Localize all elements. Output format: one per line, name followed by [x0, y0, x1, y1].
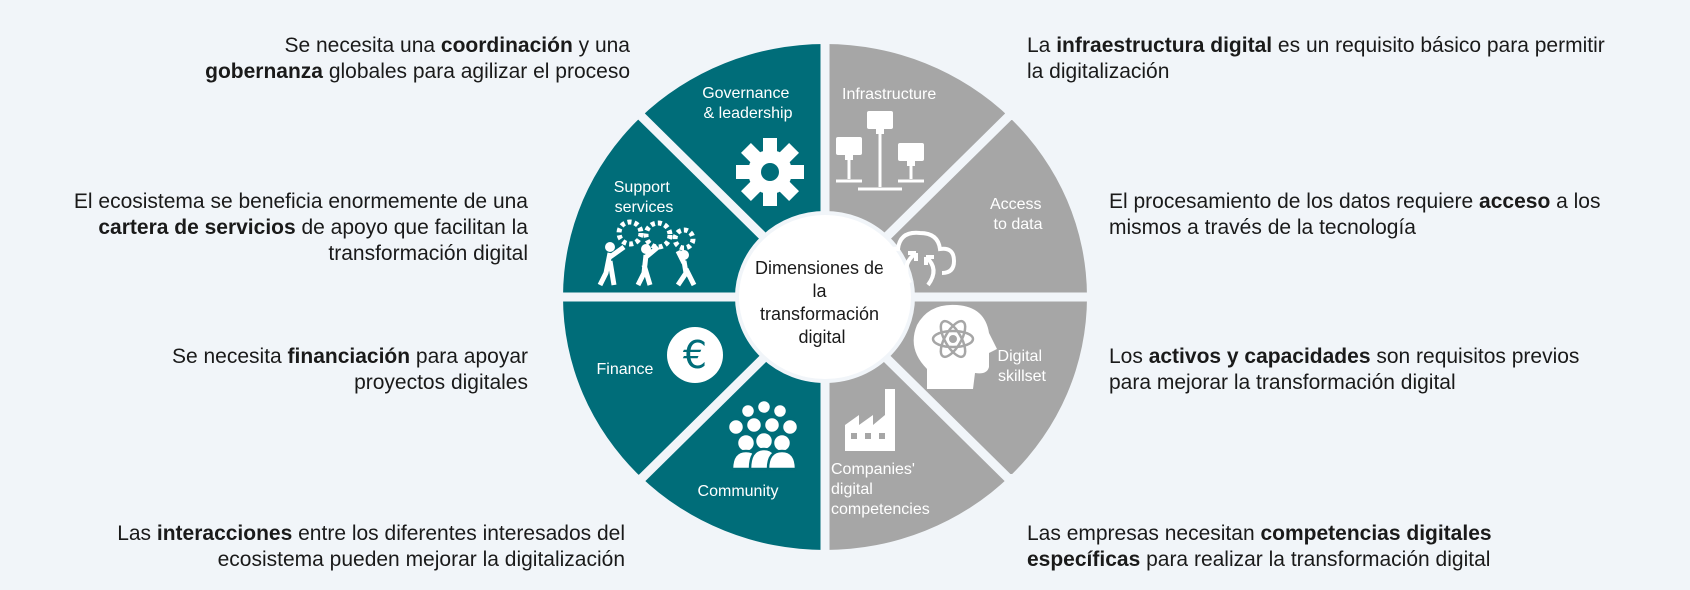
segment-labels: Governance & leadership Support services… — [597, 85, 1047, 518]
desc-text: de apoyo que facilitan la — [295, 216, 528, 239]
desc-text: Las — [117, 522, 157, 545]
svg-text:€: € — [683, 333, 707, 377]
desc-finance: Se necesita financiación para apoyar proy… — [100, 344, 528, 396]
desc-text: Los — [1109, 345, 1149, 368]
label-companies: Companies' digital competencies — [831, 461, 930, 518]
center-line-2: la — [812, 281, 827, 301]
center-line-4: digital — [798, 327, 845, 347]
desc-skillset: Los activos y capacidades son requisitos… — [1109, 344, 1687, 396]
center-line-3: transformación — [760, 304, 879, 324]
desc-infrastructure: La infraestructura digital es un requisi… — [1027, 33, 1687, 85]
desc-text: ecosistema pueden mejorar la digitalizac… — [217, 548, 625, 571]
desc-text: La — [1027, 34, 1057, 57]
center-line-1: Dimensiones de — [755, 258, 884, 278]
desc-text: Las empresas necesitan — [1027, 522, 1261, 545]
desc-access: El procesamiento de los datos requiere a… — [1109, 189, 1687, 241]
desc-support: El ecosistema se beneficia enormemente d… — [10, 189, 528, 267]
desc-bold-text: activos y capacidades — [1148, 345, 1371, 368]
label-skillset: Digital skillset — [998, 348, 1047, 385]
desc-text: para realizar la transformación digital — [1140, 548, 1491, 571]
desc-text: son requisitos previos — [1370, 345, 1580, 368]
desc-bold-text: específicas — [1027, 548, 1141, 571]
desc-community: Las interacciones entre los diferentes i… — [40, 521, 625, 573]
euro-icon: € — [667, 327, 723, 383]
desc-text: entre los diferentes interesados del — [292, 522, 625, 545]
label-governance: Governance & leadership — [702, 85, 794, 122]
desc-bold-text: infraestructura digital — [1056, 34, 1273, 57]
desc-text: El ecosistema se beneficia enormemente d… — [73, 190, 528, 213]
cloud-sync-icon — [881, 230, 957, 287]
desc-bold-text: interacciones — [156, 522, 293, 545]
desc-text: es un requisito básico para permitir — [1272, 34, 1605, 57]
desc-governance: Se necesita una coordinación y una gobern… — [130, 33, 630, 85]
center-label: Dimensiones de la transformación digital — [755, 258, 889, 347]
label-infrastructure: Infrastructure — [842, 86, 936, 103]
community-icon — [726, 398, 800, 471]
wheel-outer-mask — [540, 0, 1110, 590]
head-atom-icon — [913, 304, 997, 389]
desc-bold-text: financiación — [287, 345, 411, 368]
label-access: Access to data — [990, 196, 1046, 233]
wheel: Dimensiones de la transformación digital — [540, 0, 1110, 590]
desc-text: globales para agilizar el proceso — [322, 60, 630, 83]
desc-text: la digitalización — [1027, 60, 1170, 83]
desc-text: para mejorar la transformación digital — [1109, 371, 1456, 394]
desc-text: proyectos digitales — [354, 371, 528, 394]
label-finance: Finance — [597, 361, 654, 378]
desc-bold-text: competencias digitales — [1260, 522, 1492, 545]
desc-text: Se necesita una — [284, 34, 441, 57]
desc-text: transformación digital — [328, 242, 528, 265]
desc-bold-text: acceso — [1479, 190, 1551, 213]
factory-icon — [845, 389, 895, 451]
people-gears-icon — [597, 219, 697, 287]
network-icon — [836, 111, 924, 191]
desc-companies: Las empresas necesitan competencias digi… — [1027, 521, 1667, 573]
desc-text: y una — [572, 34, 630, 57]
center-circle — [735, 211, 915, 383]
desc-text: Se necesita — [171, 345, 288, 368]
desc-bold-text: coordinación — [440, 34, 573, 57]
label-community: Community — [698, 483, 779, 500]
desc-text: para apoyar — [410, 345, 528, 368]
desc-text: mismos a través de la tecnología — [1109, 216, 1416, 239]
desc-bold-text: cartera de servicios — [98, 216, 296, 239]
desc-text: a los — [1550, 190, 1601, 213]
label-support: Support services — [614, 179, 675, 216]
desc-text: El procesamiento de los datos requiere — [1109, 190, 1480, 213]
desc-bold-text: gobernanza — [205, 60, 323, 83]
gear-icon — [736, 138, 804, 206]
